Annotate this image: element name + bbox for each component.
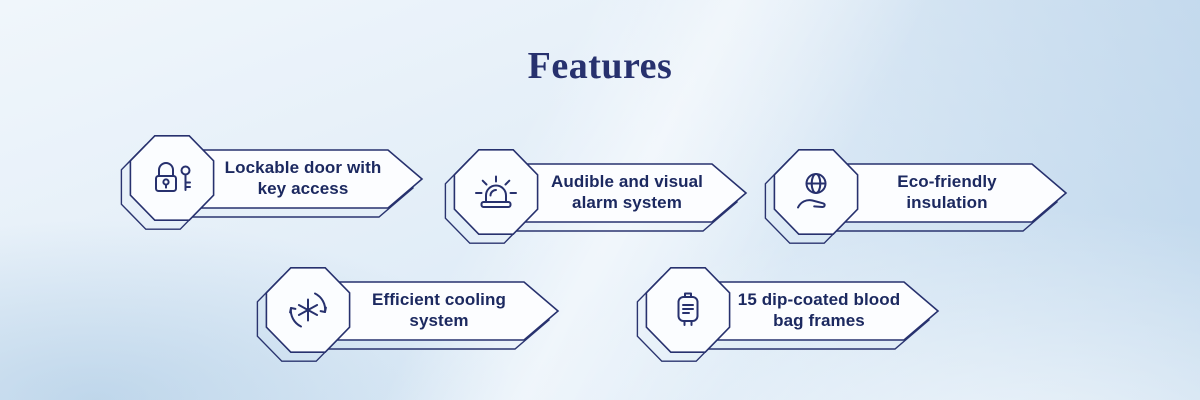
lock-key-icon — [148, 154, 196, 202]
feature-card-eco-insulation: Eco-friendly insulation — [764, 140, 1070, 252]
feature-label: Eco-friendly insulation — [897, 172, 997, 212]
feature-card-lockable-door: Lockable door with key access — [120, 126, 426, 238]
feature-card-blood-bag-frames: 15 dip-coated blood bag frames — [636, 258, 942, 370]
feature-label: Lockable door with key access — [224, 158, 382, 198]
feature-label: 15 dip-coated blood bag frames — [737, 290, 901, 330]
feature-card-cooling-system: Efficient cooling system — [256, 258, 562, 370]
feature-label: Audible and visual alarm system — [551, 172, 703, 212]
alarm-siren-icon — [472, 168, 520, 216]
blood-bag-icon — [664, 286, 712, 334]
eco-globe-hand-icon — [792, 168, 840, 216]
feature-label: Efficient cooling system — [372, 290, 506, 330]
feature-card-alarm-system: Audible and visual alarm system — [444, 140, 750, 252]
page-title: Features — [527, 45, 673, 87]
snowflake-cooling-icon — [284, 286, 332, 334]
